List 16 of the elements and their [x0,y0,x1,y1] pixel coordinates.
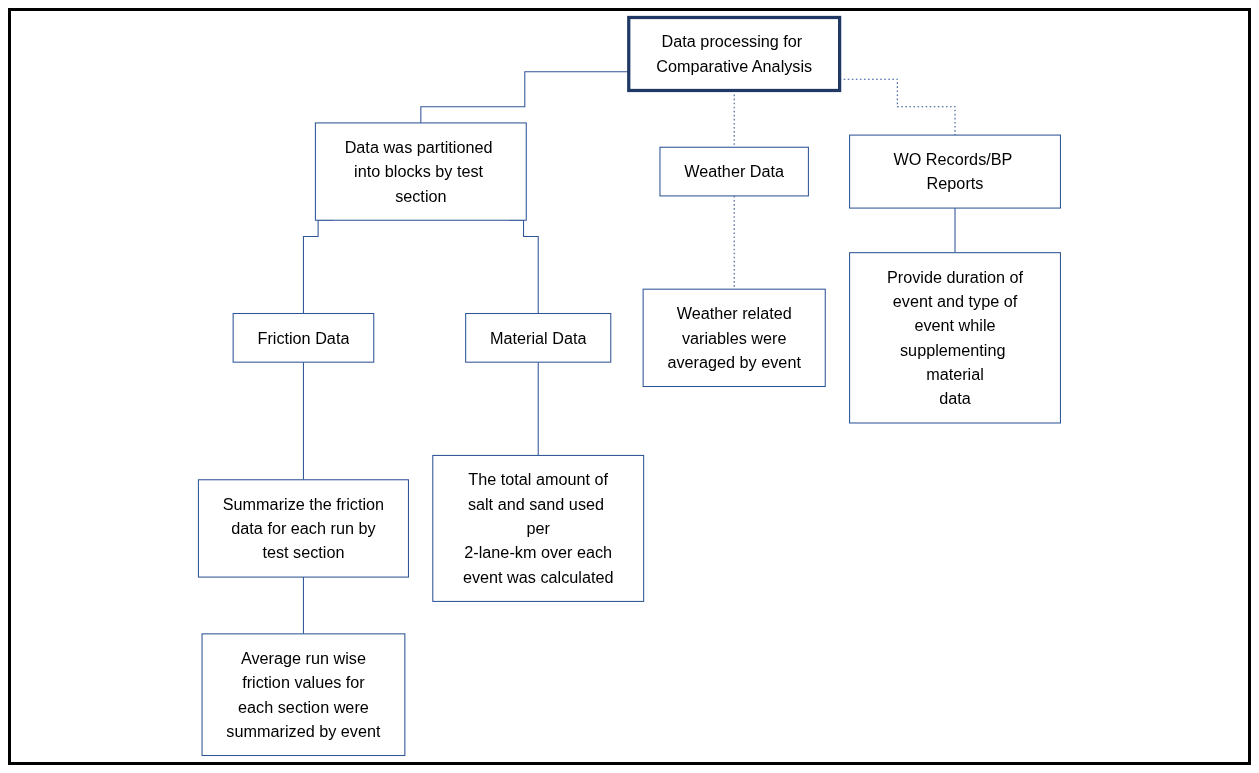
connector [954,207,956,254]
node-box: Provide duration of event and type of event while supplementing material data [849,252,1062,424]
node-box: WO Records/BP Reports [849,134,1062,209]
node-box: Average run wise friction values for each section were summarized by event [201,633,406,757]
node-box: Weather related variables were averaged by event [642,288,826,388]
node-box: The total amount of salt and sand used per 2-lane-km over each event was calculated [432,454,645,602]
connector [537,361,539,456]
node-box: Summarize the friction data for each run by test section [197,479,410,578]
node-box: Material Data [465,313,612,363]
node-box: Weather Data [659,146,809,197]
connector [733,195,735,290]
node-box: Friction Data [232,313,375,363]
connector [303,361,305,481]
connector [303,576,305,635]
node-box: Data was partitioned into blocks by test section [314,122,527,221]
node-box: Data processing for Comparative Analysis [627,15,842,93]
